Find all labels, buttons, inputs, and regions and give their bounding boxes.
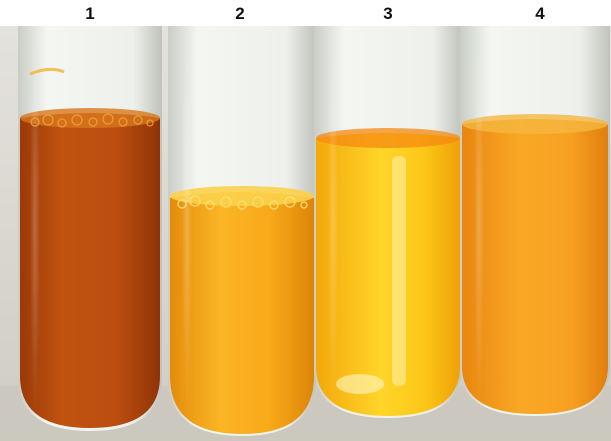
tube-label-2: 2	[235, 4, 245, 23]
test-tube-1	[18, 26, 162, 431]
test-tube-3	[314, 26, 462, 418]
test-tubes-photo	[0, 26, 611, 441]
tube-label-3: 3	[383, 4, 393, 23]
test-tube-4	[460, 26, 610, 416]
tube-label-1: 1	[85, 4, 95, 23]
test-tube-2	[168, 26, 316, 436]
tube-label-4: 4	[535, 4, 545, 23]
tube-label-row: 1 2 3 4	[0, 0, 611, 28]
